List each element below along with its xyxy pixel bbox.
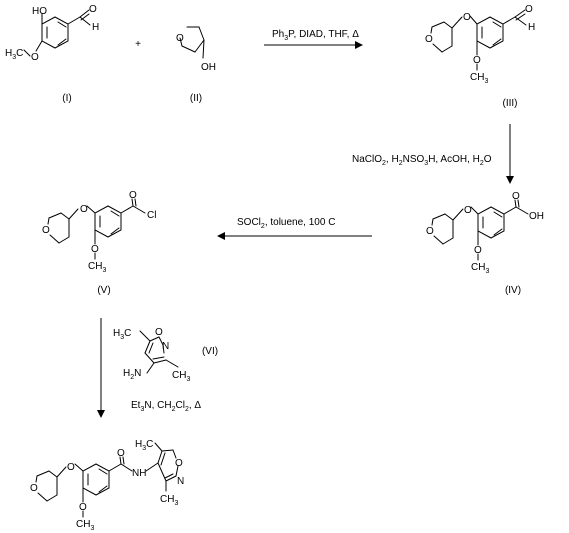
compound-vi-label: (VI) <box>202 346 218 357</box>
compound-iv-label: (IV) <box>505 285 521 296</box>
compound-vi: H3C O N H2N CH3 (VI) <box>113 327 218 383</box>
arrow-step-3: SOCl2, toluene, 100 C <box>217 217 372 240</box>
product-carbonyl-o: O <box>117 448 125 459</box>
reagents-step-1: Ph3P, DIAD, THF, Δ <box>272 29 359 42</box>
compound-iv-oh: OH <box>529 211 544 222</box>
compound-ii-label: (II) <box>190 93 202 104</box>
compound-iii-ald-h: H <box>528 22 535 33</box>
compound-ii-o: O <box>176 33 184 44</box>
product-ether-o: O <box>67 462 75 473</box>
compound-i-ho: HO <box>32 6 47 17</box>
arrow-step-4: Et3N, CH2Cl2, Δ <box>97 318 201 418</box>
final-product: O O NH O O CH3 H3C O N CH3 <box>30 439 184 532</box>
compound-ii-oh: OH <box>201 62 216 73</box>
product-h3c: H3C <box>135 439 153 452</box>
reagents-step-2: NaClO2, H2NSO3H, AcOH, H2O <box>352 154 492 167</box>
compound-i: HO O H O H3C (I) <box>5 4 99 104</box>
compound-iv-ch3: CH3 <box>471 262 489 275</box>
compound-iii-ch3: CH3 <box>470 72 488 85</box>
reagents-step-3: SOCl2, toluene, 100 C <box>237 217 335 230</box>
compound-ii: O OH (II) <box>176 26 216 104</box>
compound-vi-h2n: H2N <box>123 368 141 381</box>
compound-iii: O O H O O CH3 (III) <box>425 4 535 109</box>
product-ch3: CH3 <box>76 519 94 532</box>
product-isoxazole-o: O <box>175 458 183 469</box>
product-nh: NH <box>132 468 146 479</box>
product-thf-o: O <box>30 483 38 494</box>
compound-v-label: (V) <box>97 285 110 296</box>
compound-v-carbonyl-o: O <box>129 190 137 201</box>
compound-v-ome-o: O <box>91 244 99 255</box>
compound-v-ch3: CH3 <box>88 261 106 274</box>
product-ch3-b: CH3 <box>160 494 178 507</box>
compound-vi-n: N <box>162 341 169 352</box>
compound-i-ald-h: H <box>92 22 99 33</box>
compound-iii-thf-o: O <box>425 34 433 45</box>
compound-iv-ether-o: O <box>464 205 472 216</box>
compound-v-ether-o: O <box>80 204 88 215</box>
compound-vi-h3c: H3C <box>113 328 131 341</box>
compound-iii-ether-o: O <box>463 12 471 23</box>
compound-vi-o: O <box>155 327 163 338</box>
compound-iv-ome-o: O <box>474 245 482 256</box>
compound-iv-thf-o: O <box>426 226 434 237</box>
compound-iv: O O OH O O CH3 (IV) <box>426 191 544 296</box>
compound-v-cl: Cl <box>147 210 156 221</box>
compound-i-h3c: H3C <box>5 48 23 61</box>
compound-i-ome-o: O <box>31 52 39 63</box>
product-ome-o: O <box>79 502 87 513</box>
compound-i-ring <box>41 16 69 49</box>
compound-iv-carbonyl-o: O <box>512 191 520 202</box>
arrow-step-1: Ph3P, DIAD, THF, Δ <box>264 29 363 49</box>
compound-i-ald-o: O <box>89 4 97 15</box>
compound-iii-label: (III) <box>503 98 518 109</box>
product-benzene-ring <box>82 463 110 496</box>
plus-sign: + <box>135 39 141 50</box>
arrow-step-2: NaClO2, H2NSO3H, AcOH, H2O <box>352 124 514 184</box>
reagents-step-4: Et3N, CH2Cl2, Δ <box>131 400 201 413</box>
compound-vi-ch3: CH3 <box>172 370 190 383</box>
compound-v-ring <box>94 205 122 238</box>
compound-i-label: (I) <box>62 93 71 104</box>
product-isoxazole-n: N <box>177 476 184 487</box>
compound-iv-ring <box>477 206 505 239</box>
compound-iii-ome-o: O <box>473 55 481 66</box>
compound-iii-ring <box>476 16 504 49</box>
compound-iii-ald-o: O <box>525 4 533 15</box>
compound-v: O O Cl O O CH3 (V) <box>42 190 156 296</box>
compound-v-thf-o: O <box>42 225 50 236</box>
